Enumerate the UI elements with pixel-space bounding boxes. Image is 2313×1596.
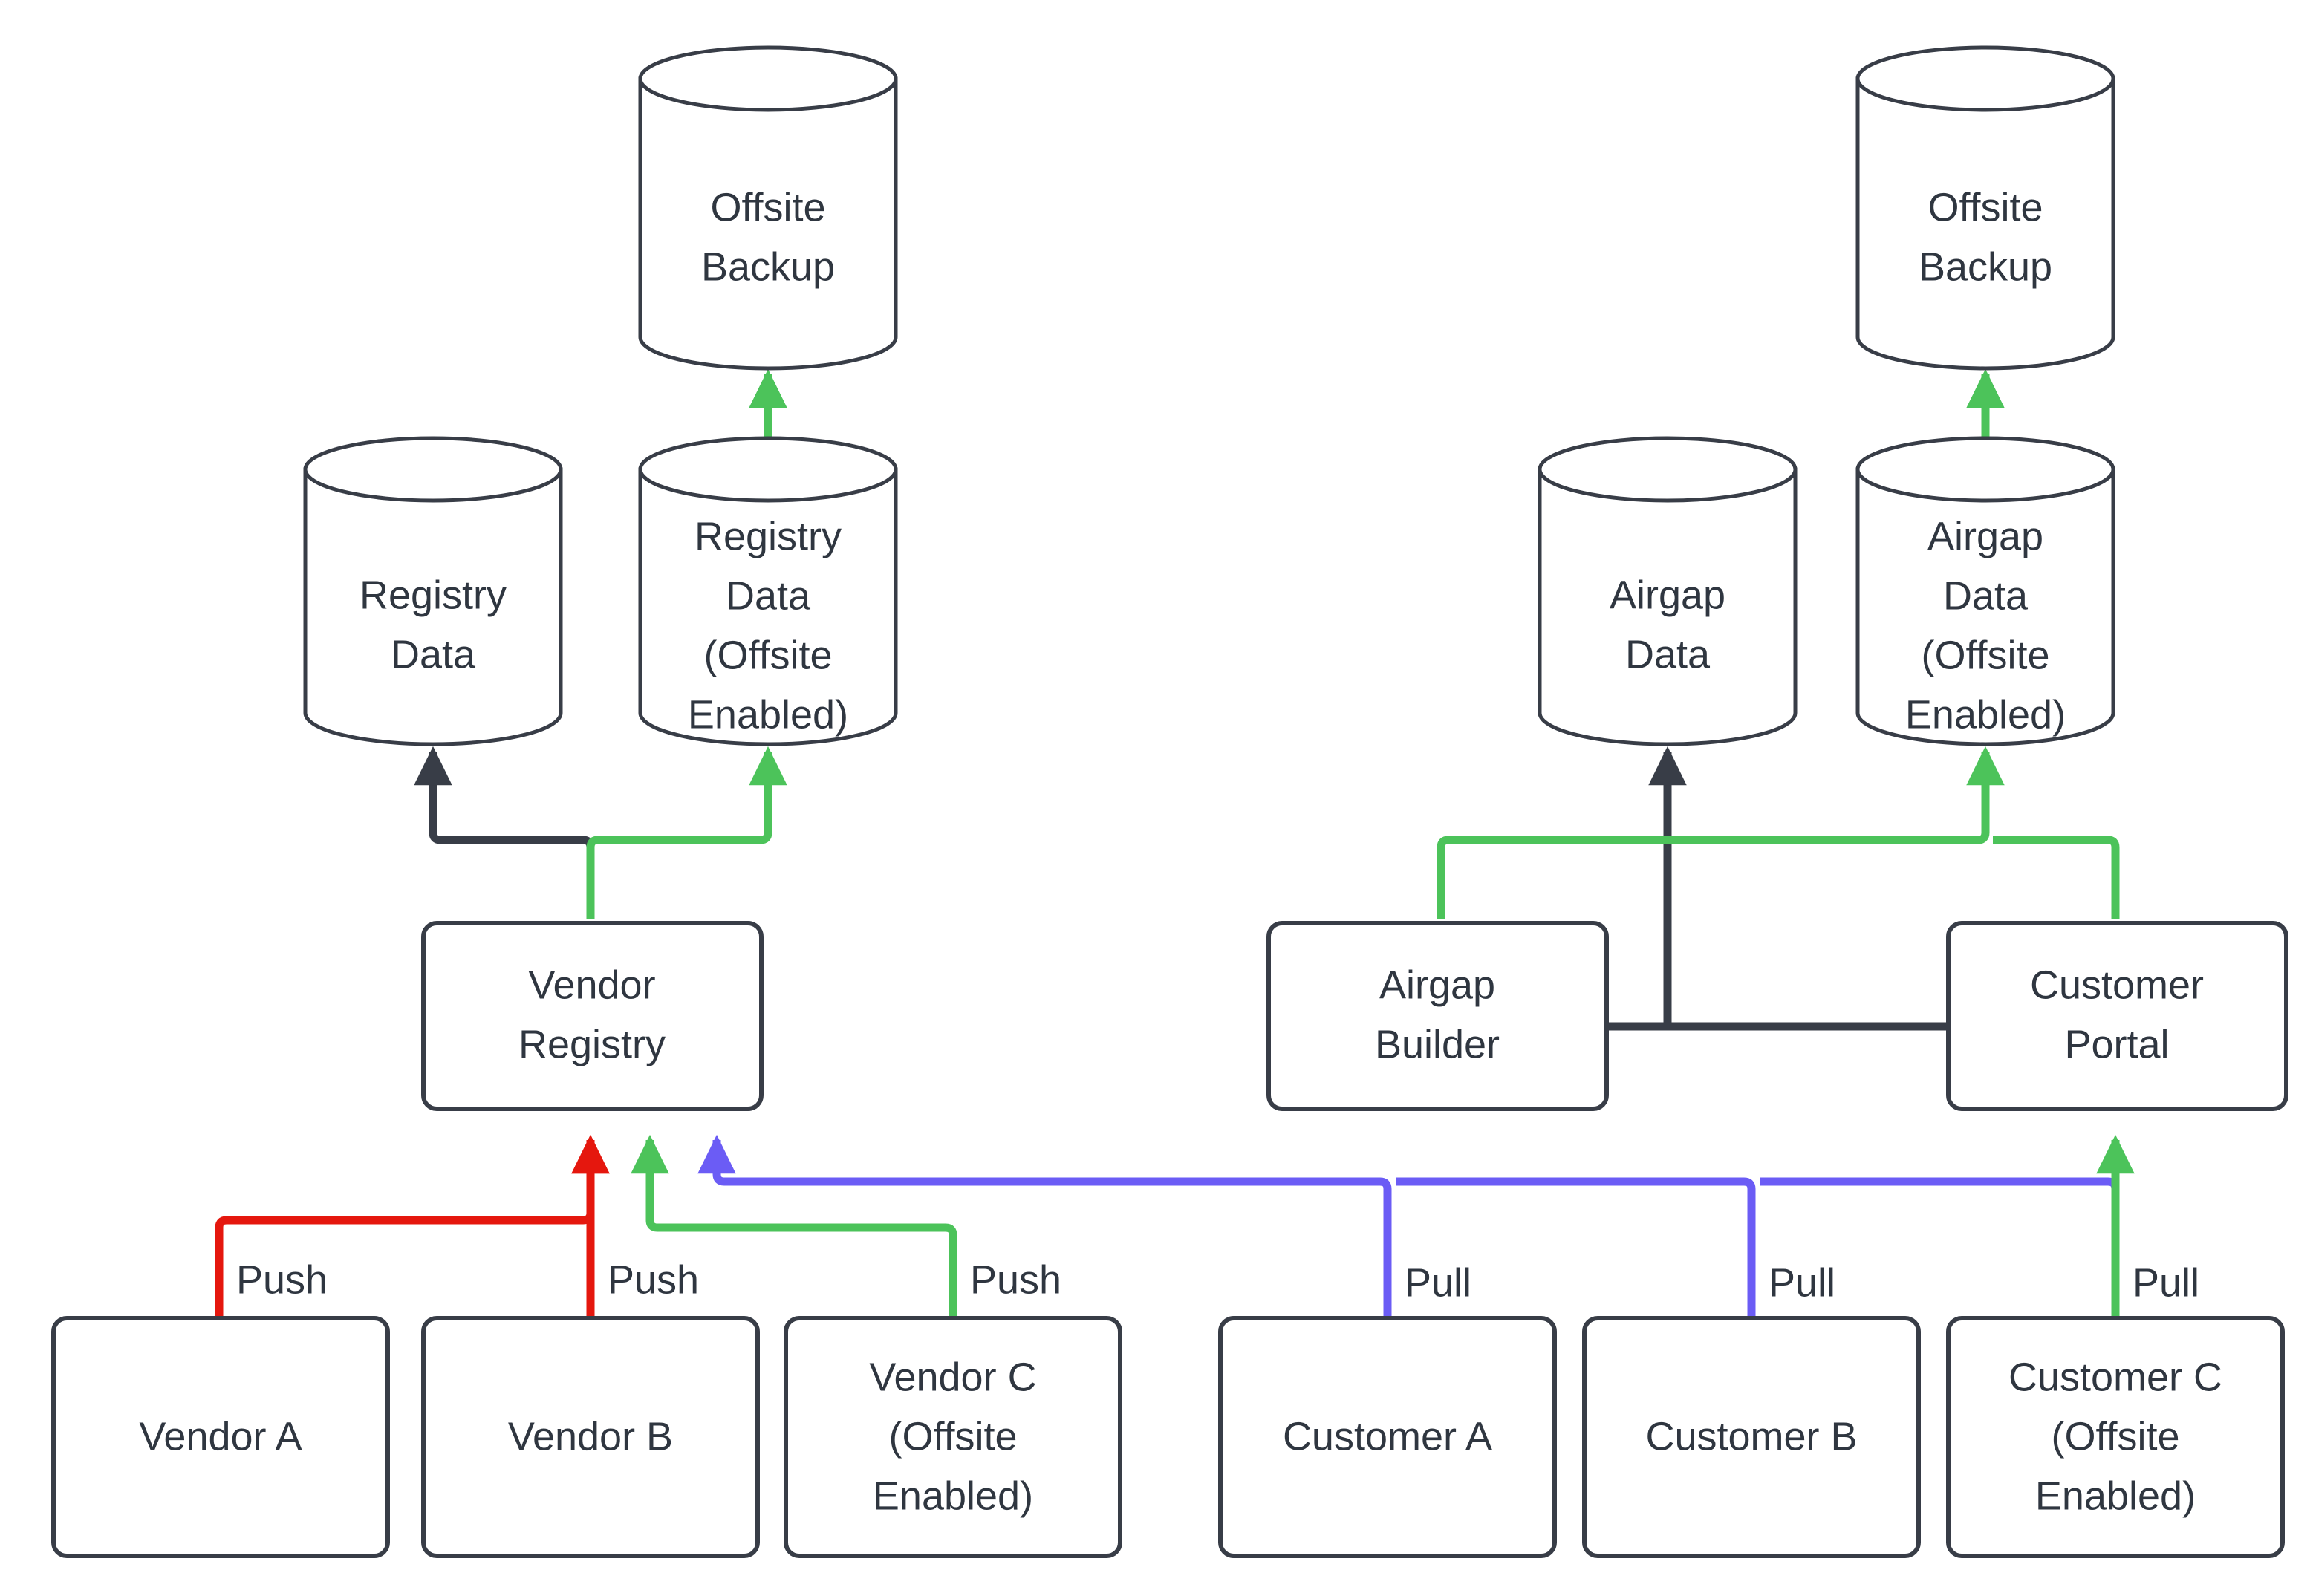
actor-label-line: (Offsite: [2051, 1414, 2179, 1459]
service-box: [1266, 921, 1609, 1111]
actor-label-line: Customer C: [2008, 1355, 2222, 1399]
datastore-label-line: Backup: [1919, 244, 2052, 289]
actor-customer-b[interactable]: Customer B: [1582, 1316, 1921, 1558]
edge-customer-portal-to-airgap-data-offsite: [1993, 836, 2120, 919]
datastore-label-line: Registry: [694, 514, 842, 558]
edge-airgap-builder-to-airgap-data-offsite: [1437, 746, 2005, 919]
cylinder-body: [1855, 76, 2115, 371]
service-airgap-builder[interactable]: Airgap Builder: [1266, 921, 1609, 1111]
service-box: [1946, 921, 2288, 1111]
actor-label-line: Enabled): [873, 1473, 1033, 1518]
datastore-label-line: Backup: [701, 244, 835, 289]
cylinder-top: [303, 436, 563, 503]
cylinder-top: [1538, 436, 1798, 503]
datastore-label-line: Registry: [360, 573, 507, 617]
service-label-line: Portal: [2064, 1022, 2169, 1066]
actor-box: [784, 1316, 1122, 1558]
actor-label-line: Vendor A: [139, 1414, 302, 1459]
actor-customer-c[interactable]: Customer C (Offsite Enabled): [1946, 1316, 2285, 1558]
actor-vendor-b[interactable]: Vendor B: [421, 1316, 760, 1558]
edge-label-push-vendor-a: Push: [236, 1257, 328, 1302]
service-vendor-registry[interactable]: Vendor Registry: [421, 921, 764, 1111]
cylinder-top: [1855, 45, 2115, 112]
actor-box: [1582, 1316, 1921, 1558]
cylinder-body: [1538, 467, 1798, 746]
datastore-label-line: Offsite: [1928, 185, 2043, 229]
actor-box: [421, 1316, 760, 1558]
edge-vendor-registry-to-registry-data-offsite: [586, 746, 787, 919]
edge-label-pull-customer-a: Pull: [1405, 1260, 1471, 1305]
cylinder-body: [303, 467, 563, 746]
datastore-label-line: Airgap: [1928, 514, 2043, 558]
service-label-line: Builder: [1375, 1022, 1500, 1066]
actor-label-line: Vendor C: [869, 1355, 1036, 1399]
cylinder-top: [1855, 436, 2115, 503]
datastore-label-line: (Offsite: [703, 633, 832, 677]
datastore-registry-data-offsite[interactable]: Registry Data (Offsite Enabled): [638, 436, 898, 746]
actor-label-line: Vendor B: [508, 1414, 673, 1459]
datastore-label-line: Offsite: [710, 185, 825, 229]
edge-customer-c-pull-trunk: [1760, 1177, 2120, 1233]
datastore-airgap-data[interactable]: Airgap Data: [1538, 436, 1798, 746]
actor-label-line: Enabled): [2035, 1473, 2196, 1518]
actor-box: [1218, 1316, 1557, 1558]
edge-label-pull-customer-b: Pull: [1769, 1260, 1835, 1305]
edge-label-layer: Push Push Push Pull Pull Pull: [236, 1257, 2199, 1305]
service-customer-portal[interactable]: Customer Portal: [1946, 921, 2288, 1111]
actor-box: [51, 1316, 390, 1558]
datastore-label-line: (Offsite: [1921, 633, 2049, 677]
cylinder-body: [638, 467, 898, 746]
cylinder-body: [1855, 467, 2115, 746]
service-box: [421, 921, 764, 1111]
edge-label-push-vendor-c: Push: [970, 1257, 1061, 1302]
datastore-label-line: Data: [1625, 632, 1711, 677]
actor-customer-a[interactable]: Customer A: [1218, 1316, 1557, 1558]
datastore-registry-data[interactable]: Registry Data: [303, 436, 563, 746]
datastore-airgap-data-offsite[interactable]: Airgap Data (Offsite Enabled): [1855, 436, 2115, 746]
datastore-label-line: Enabled): [688, 692, 848, 737]
edge-label-pull-customer-c: Pull: [2133, 1260, 2199, 1305]
actor-vendor-a[interactable]: Vendor A: [51, 1316, 390, 1558]
edge-label-push-vendor-b: Push: [608, 1257, 699, 1302]
service-label-line: Airgap: [1379, 963, 1495, 1007]
actor-label-line: Customer A: [1283, 1414, 1492, 1459]
service-label-line: Customer: [2030, 963, 2204, 1007]
cylinder-top: [638, 436, 898, 503]
actor-vendor-c[interactable]: Vendor C (Offsite Enabled): [784, 1316, 1122, 1558]
actor-label-line: Customer B: [1645, 1414, 1857, 1459]
edge-customer-a-to-vendor-registry: [697, 1134, 1392, 1316]
service-label-line: Vendor: [528, 963, 655, 1007]
edge-vendor-registry-to-registry-data: [414, 746, 595, 919]
datastore-label-line: Enabled): [1905, 692, 2066, 737]
datastore-label-line: Data: [726, 573, 811, 618]
datastore-label-line: Airgap: [1610, 573, 1725, 617]
cylinder-top: [638, 45, 898, 112]
datastore-label-line: Data: [1943, 573, 2029, 618]
datastore-offsite-backup-left[interactable]: Offsite Backup: [638, 45, 898, 371]
edge-vendor-c-to-vendor-registry: [631, 1134, 957, 1316]
service-label-line: Registry: [518, 1022, 666, 1066]
cylinder-body: [638, 76, 898, 371]
actor-box: [1946, 1316, 2285, 1558]
actor-label-line: (Offsite: [888, 1414, 1017, 1459]
datastore-label-line: Data: [391, 632, 476, 677]
datastore-offsite-backup-right[interactable]: Offsite Backup: [1855, 45, 2115, 371]
edge-customer-b-to-vendor-registry: [1396, 1177, 1756, 1316]
